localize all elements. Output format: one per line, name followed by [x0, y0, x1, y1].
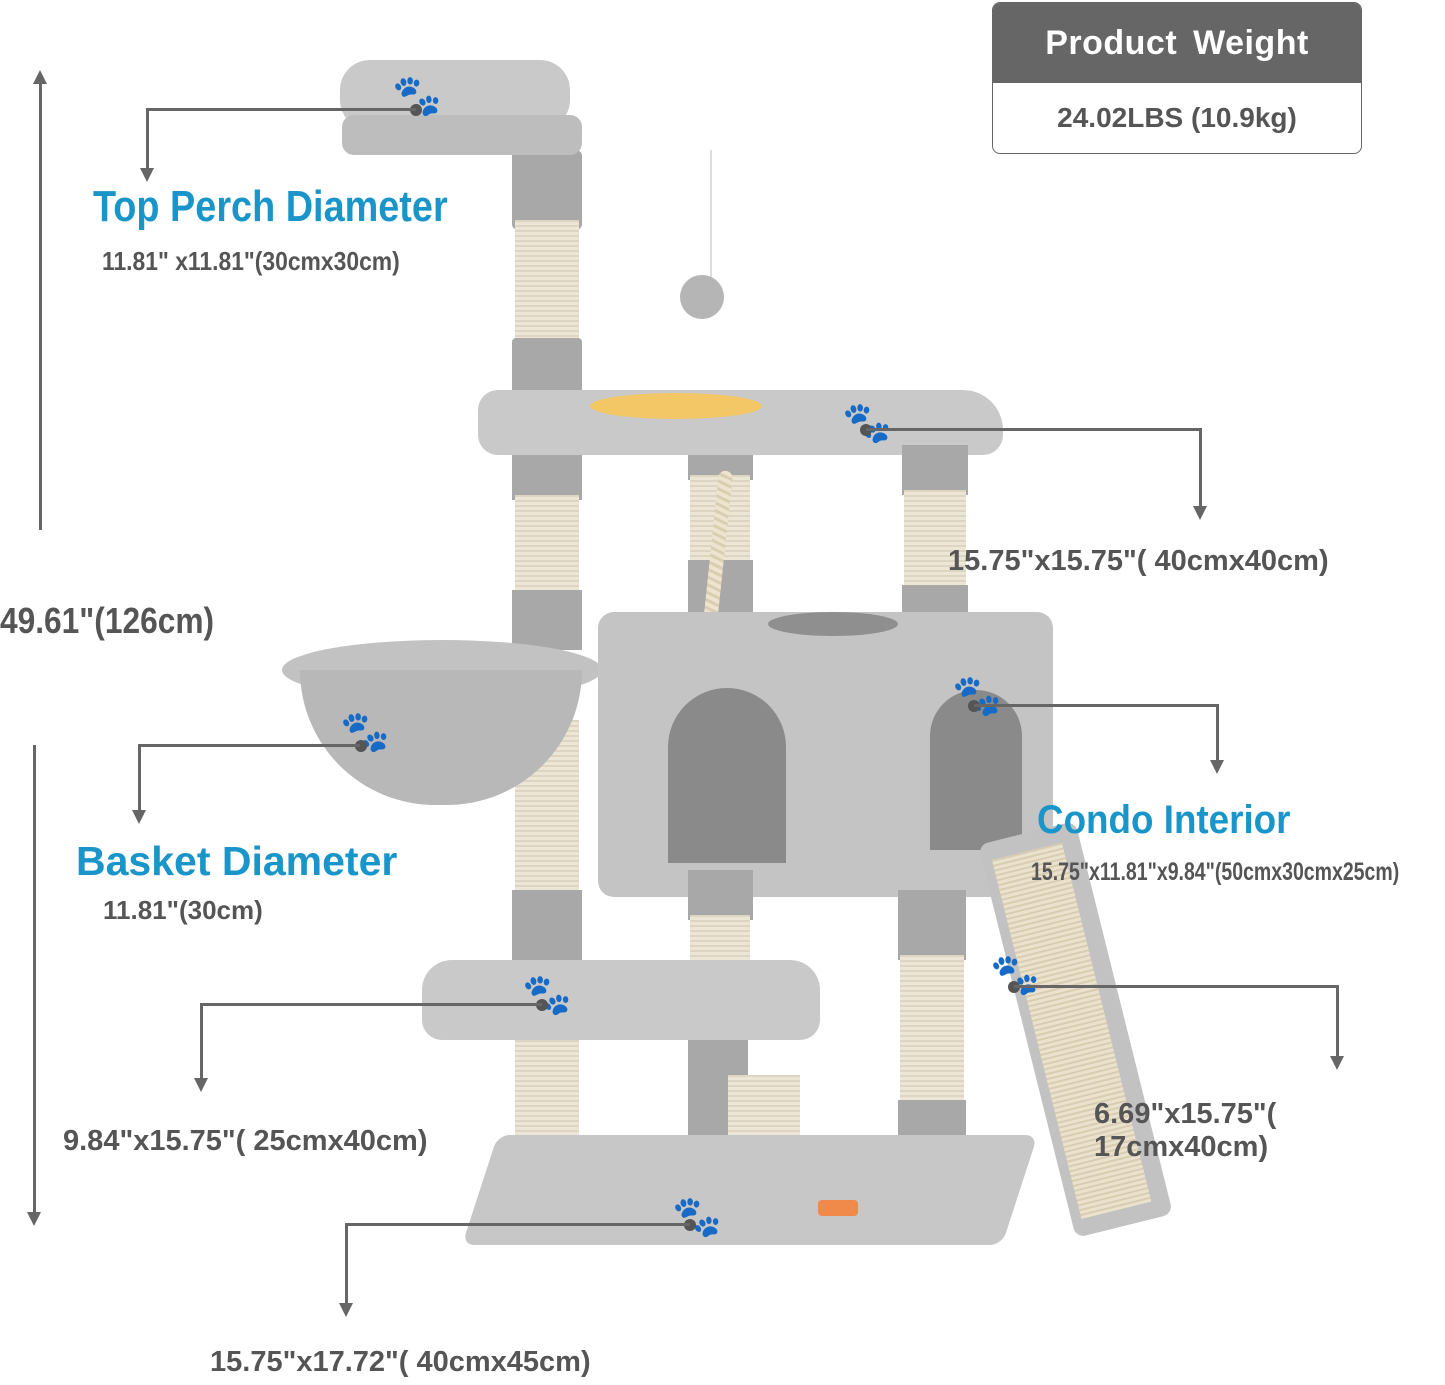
basket-title: Basket Diameter [76, 838, 398, 884]
top-perch-leader-line [148, 108, 416, 111]
condo-leader-line [974, 704, 1219, 707]
top-perch-dims: 11.81" x11.81"(30cmx30cm) [102, 246, 400, 276]
top-perch-title: Top Perch Diameter [93, 182, 448, 231]
height-line-top [39, 82, 42, 530]
ramp-leader-line [1014, 985, 1339, 988]
callout-dot [410, 104, 422, 116]
basket-leader-drop [138, 744, 141, 812]
callout-dot [684, 1219, 696, 1231]
product-weight-value: 24.02LBS (10.9kg) [1057, 102, 1297, 133]
arrow-down-icon [140, 168, 154, 182]
callout-dot [355, 740, 367, 752]
basket-leader-line [140, 744, 360, 747]
condo-leader-drop [1216, 704, 1219, 764]
middle-platform-dims: 15.75"x15.75"( 40cmx40cm) [948, 545, 1329, 577]
top-perch-leader-drop [146, 108, 149, 170]
arrow-down-icon [1210, 760, 1224, 774]
arrow-down-icon [1193, 506, 1207, 520]
arrow-down-icon [1330, 1056, 1344, 1070]
lower-platform-leader-line [202, 1003, 542, 1006]
ramp-dims: 6.69"x15.75"( 17cmx40cm) [1094, 1098, 1277, 1163]
product-weight-label: Product Weight [993, 3, 1361, 83]
base-leader-drop [345, 1223, 348, 1303]
height-arrow-down-icon [27, 1212, 41, 1226]
total-height-label: 49.61"(126cm) [0, 600, 215, 641]
height-arrow-up-icon [33, 70, 47, 84]
height-line-bottom [33, 745, 36, 1215]
basket-dims: 11.81"(30cm) [103, 895, 263, 925]
base-leader-line [347, 1223, 690, 1226]
middle-platform-leader-drop [1199, 428, 1202, 510]
paw-icon: 🐾 [842, 401, 892, 445]
lower-platform-dims: 9.84"x15.75"( 25cmx40cm) [63, 1125, 428, 1157]
arrow-down-icon [132, 810, 146, 824]
arrow-down-icon [194, 1078, 208, 1092]
paw-icon: 🐾 [522, 973, 572, 1017]
middle-platform-leader-line [866, 428, 1201, 431]
arrow-down-icon [339, 1303, 353, 1317]
lower-platform-leader-drop [200, 1003, 203, 1081]
paw-icon: 🐾 [672, 1195, 722, 1239]
callout-dot [536, 999, 548, 1011]
condo-title: Condo Interior [1037, 798, 1291, 842]
condo-dims: 15.75"x11.81"x9.84"(50cmx30cmx25cm) [1031, 858, 1400, 886]
base-dims: 15.75"x17.72"( 40cmx45cm) [210, 1346, 591, 1378]
product-weight-box: Product Weight 24.02LBS (10.9kg) [992, 2, 1362, 154]
ramp-leader-drop [1336, 985, 1339, 1057]
